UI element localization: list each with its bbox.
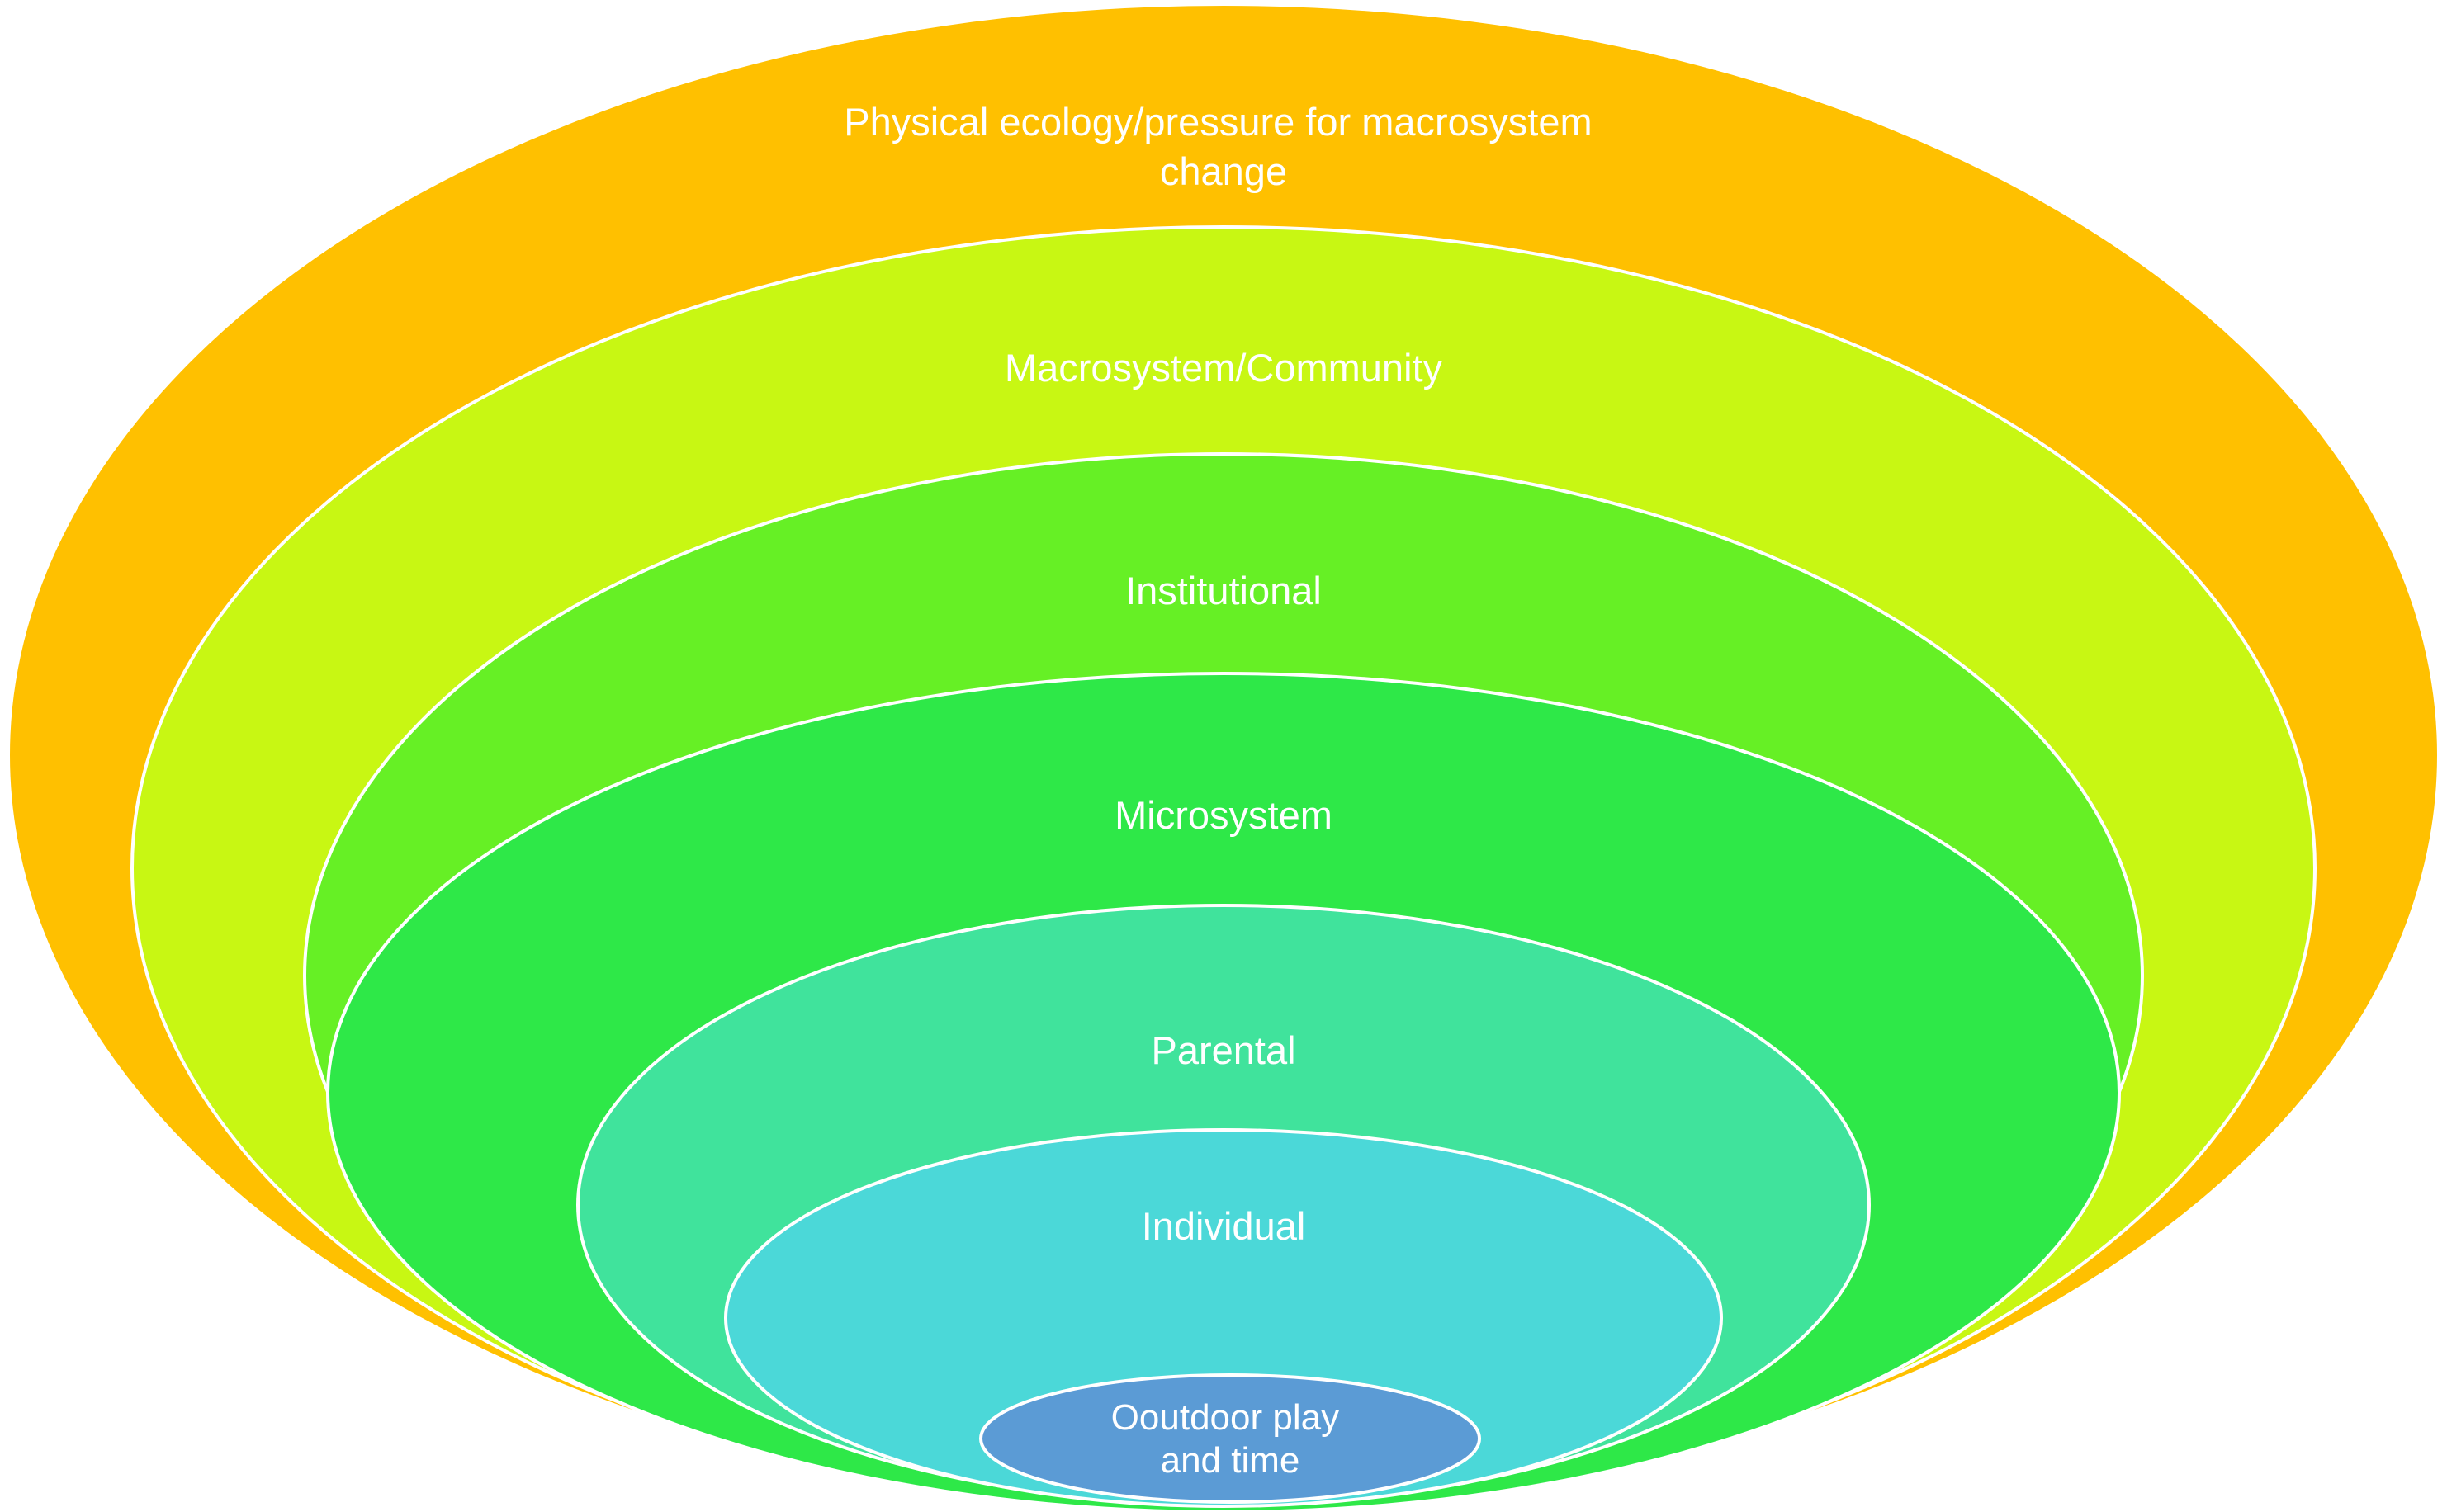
layer-physical-label: Physical ecology/pressure for macrosyste… — [844, 100, 1602, 193]
layer-physical-label-line-2: change — [1160, 149, 1287, 193]
layer-individual-shape — [724, 1128, 1723, 1508]
layer-parental-label-line-1: Parental — [1151, 1028, 1295, 1072]
core-outdoor-play-label: Ooutdoor play and time — [1111, 1397, 1350, 1481]
layer-institutional-label: Institutional — [1125, 569, 1322, 612]
layer-physical-label-line-1: Physical ecology/pressure for macrosyste… — [844, 100, 1592, 144]
layer-macrosystem-label: Macrosystem/Community — [1005, 346, 1443, 390]
core-outdoor-play-label-line-1: Ooutdoor play — [1111, 1397, 1339, 1438]
layer-microsystem-label-line-1: Microsystem — [1115, 793, 1332, 837]
core-outdoor-play-shape — [979, 1373, 1481, 1504]
core-outdoor-play-label-line-2: and time — [1161, 1440, 1300, 1481]
layer-microsystem-label: Microsystem — [1115, 793, 1332, 837]
layer-macrosystem-label-line-1: Macrosystem/Community — [1005, 346, 1443, 390]
layer-individual-label-line-1: Individual — [1142, 1204, 1306, 1248]
layer-institutional-label-line-1: Institutional — [1125, 569, 1322, 612]
core-outdoor-play: Ooutdoor play and time — [979, 1373, 1481, 1504]
layer-parental-label: Parental — [1151, 1028, 1295, 1072]
layer-individual: Individual — [724, 1128, 1723, 1508]
layer-individual-label: Individual — [1142, 1204, 1306, 1248]
